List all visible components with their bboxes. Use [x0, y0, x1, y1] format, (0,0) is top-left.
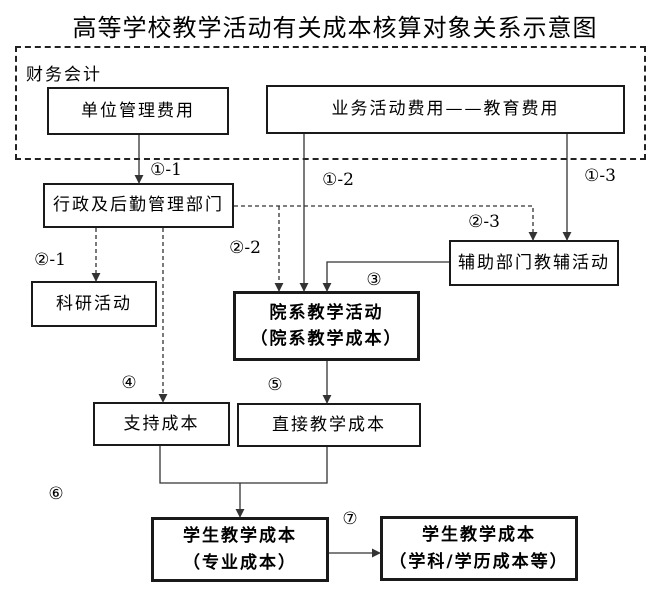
edge-label-2-2: ②-2 — [229, 238, 261, 258]
box-student-subject-line2: （学科/学历成本等） — [389, 551, 569, 572]
box-research: 科研活动 — [31, 281, 157, 327]
box-student-subject-line1: 学生教学成本 — [422, 525, 536, 546]
box-dept-teaching-line1: 院系教学活动 — [269, 302, 384, 323]
box-auxiliary: 辅助部门教辅活动 — [449, 240, 619, 286]
box-business-fee-label: 业务活动费用——教育费用 — [331, 99, 560, 120]
box-unit-admin-fee: 单位管理费用 — [47, 87, 229, 135]
edge-label-1-1: ①-1 — [150, 160, 182, 180]
connector-3-arrow — [322, 261, 449, 292]
connector-merge-line — [159, 446, 328, 484]
box-research-label: 科研活动 — [56, 293, 132, 314]
box-direct-cost-label: 直接教学成本 — [272, 414, 386, 435]
finance-accounting-group — [15, 46, 646, 160]
box-auxiliary-label: 辅助部门教辅活动 — [458, 252, 610, 273]
box-dept-teaching-line2: （院系教学成本） — [250, 329, 403, 349]
box-unit-admin-fee-label: 单位管理费用 — [81, 100, 195, 121]
edge-label-1-3: ①-3 — [584, 166, 616, 186]
box-business-fee: 业务活动费用——教育费用 — [266, 85, 625, 134]
edge-label-6: ⑥ — [48, 484, 64, 504]
box-admin-logistics-label: 行政及后勤管理部门 — [53, 195, 224, 216]
box-direct-cost: 直接教学成本 — [237, 403, 421, 447]
edge-label-2-3: ②-3 — [468, 212, 500, 232]
box-dept-teaching: 院系教学活动 （院系教学成本） — [233, 291, 420, 361]
edge-label-4: ④ — [121, 373, 137, 393]
finance-accounting-label: 财务会计 — [26, 65, 102, 85]
edge-label-5: ⑤ — [267, 375, 283, 395]
box-student-major-line1: 学生教学成本 — [183, 526, 297, 547]
box-support-cost: 支持成本 — [93, 402, 230, 446]
box-admin-logistics: 行政及后勤管理部门 — [43, 183, 234, 228]
diagram-title: 高等学校教学活动有关成本核算对象关系示意图 — [72, 14, 598, 42]
box-student-major-line2: （专业成本） — [183, 552, 297, 573]
box-support-cost-label: 支持成本 — [123, 413, 200, 434]
edge-label-2-1: ②-1 — [34, 250, 66, 270]
box-student-subject: 学生教学成本 （学科/学历成本等） — [380, 516, 578, 581]
edge-label-3: ③ — [366, 270, 382, 290]
box-student-major: 学生教学成本 （专业成本） — [151, 517, 329, 582]
edge-label-7: ⑦ — [342, 509, 358, 529]
edge-label-1-2: ①-2 — [322, 170, 354, 190]
